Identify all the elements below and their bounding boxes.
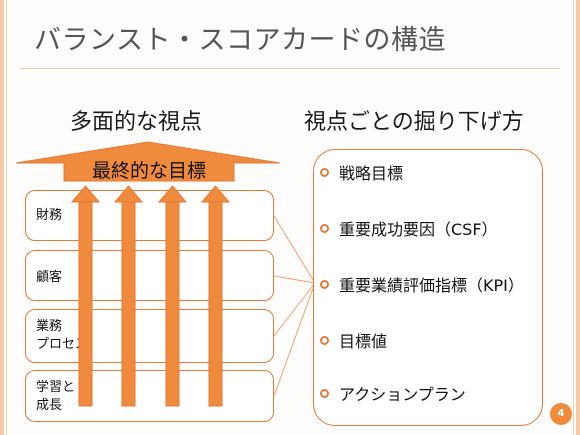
bullet-icon (320, 389, 329, 398)
vertical-arrow (70, 185, 101, 407)
layer-finance: 財務 (25, 190, 274, 241)
layer-learning: 学習と 成長 (25, 370, 274, 422)
layer-process: 業務 プロセス (25, 309, 274, 363)
layer-label: 顧客 (36, 270, 63, 285)
left-heading: 多面的な視点 (70, 110, 203, 135)
page-number-badge: 4 (550, 403, 572, 425)
layer-customer: 顧客 (25, 250, 274, 301)
drilldown-item: 目標値 (320, 328, 387, 352)
connector-lines (273, 215, 316, 397)
vertical-arrow (200, 185, 231, 407)
goal-arrow (15, 141, 281, 182)
item-label: 目標値 (339, 332, 388, 351)
bullet-icon (320, 168, 329, 177)
item-label: アクションプラン (339, 385, 466, 404)
left-border-line (6, 0, 7, 435)
bullet-icon (320, 224, 329, 233)
layer-label: 財務 (36, 208, 63, 223)
vertical-arrow (157, 185, 188, 407)
drilldown-item: 重要成功要因（CSF） (320, 216, 498, 240)
drilldown-panel (313, 149, 543, 426)
item-label: 重要業績評価指標（KPI） (339, 276, 524, 295)
layer-label: 業務 プロセス (36, 319, 89, 352)
drilldown-item: 重要業績評価指標（KPI） (320, 272, 524, 296)
vertical-arrow (113, 185, 144, 407)
drilldown-item: 戦略目標 (320, 160, 403, 184)
bullet-icon (320, 280, 329, 289)
layer-label: 学習と 成長 (36, 380, 76, 413)
right-heading: 視点ごとの掘り下げ方 (304, 110, 524, 135)
slide-title: バランスト・スコアカードの構造 (34, 25, 446, 56)
right-border-line (573, 0, 574, 435)
drilldown-item: アクションプラン (320, 381, 466, 405)
item-label: 戦略目標 (339, 164, 404, 183)
right-border-stripe (576, 0, 580, 435)
title-divider (20, 68, 560, 69)
bullet-icon (320, 336, 329, 345)
left-border-stripe (0, 0, 4, 435)
item-label: 重要成功要因（CSF） (339, 220, 498, 239)
goal-label: 最終的な目標 (91, 160, 206, 182)
